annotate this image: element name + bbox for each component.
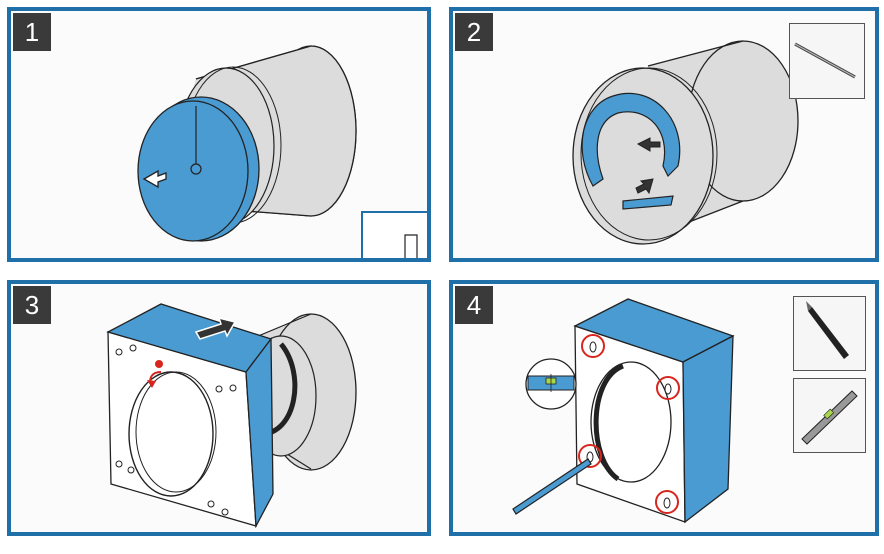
- tool-box-pencil: [793, 296, 866, 371]
- alignment-marker-icon: [147, 360, 163, 388]
- step-2-illustration: [572, 40, 799, 245]
- step-4-panel: 4: [449, 280, 879, 536]
- step-1-number: 1: [13, 13, 51, 51]
- step-3-number: 3: [13, 286, 51, 324]
- detail-inset: [361, 211, 427, 258]
- step-1-panel: 1: [7, 7, 431, 262]
- spirit-level-magnifier: [525, 358, 577, 410]
- step-3-illustration: [106, 303, 357, 529]
- step-2-panel: 2: [449, 7, 879, 262]
- slide-arrow-icon: [194, 316, 237, 340]
- step-4-number: 4: [455, 286, 493, 324]
- rod-icon: [794, 42, 856, 79]
- step-4-illustration: [512, 298, 735, 524]
- press-arrows-icon: [635, 137, 661, 195]
- pencil-icon: [806, 301, 849, 359]
- tool-box-spirit-level: [793, 378, 866, 453]
- tool-box-rod: [789, 23, 865, 99]
- step-3-panel: 3: [7, 280, 431, 536]
- mount-hole-markers: [578, 334, 680, 514]
- step-1-illustration: [137, 45, 357, 242]
- pull-arrow-icon: [142, 169, 167, 189]
- step-2-number: 2: [455, 13, 493, 51]
- detail-inset-drawing: [404, 234, 418, 258]
- spirit-level-icon: [801, 390, 858, 445]
